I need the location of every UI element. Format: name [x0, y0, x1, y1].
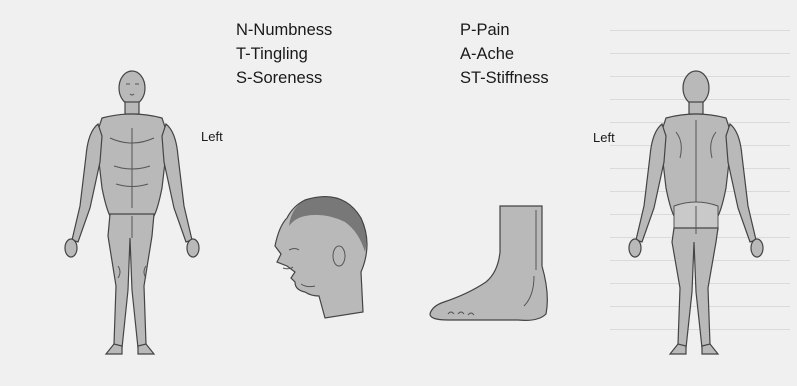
head-profile-figure[interactable] — [265, 192, 375, 324]
legend-pain: P-Pain — [460, 21, 510, 40]
legend-soreness: S-Soreness — [236, 69, 322, 88]
body-front-figure[interactable] — [58, 66, 206, 362]
legend-numbness: N-Numbness — [236, 21, 332, 40]
legend-stiffness: ST-Stiffness — [460, 69, 549, 88]
legend-ache: A-Ache — [460, 45, 514, 64]
back-left-label: Left — [593, 130, 615, 145]
legend-tingling: T-Tingling — [236, 45, 308, 64]
body-back-figure[interactable] — [622, 66, 770, 362]
foot-side-figure[interactable] — [428, 202, 552, 326]
